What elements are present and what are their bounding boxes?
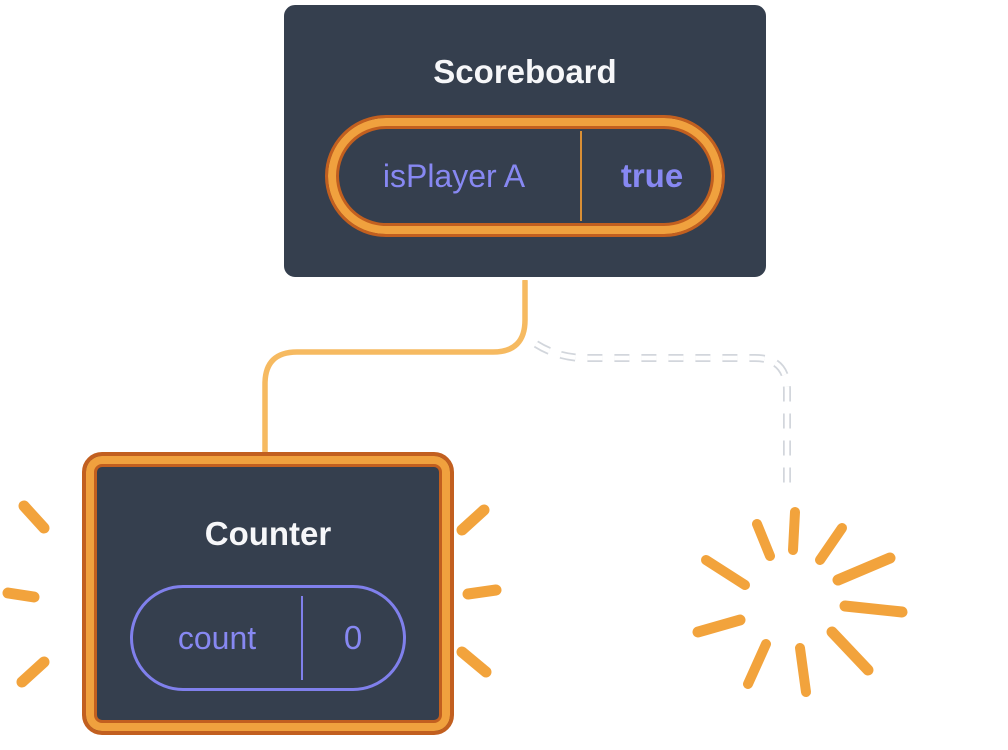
counter-card: Counter count 0 xyxy=(82,452,454,735)
scoreboard-state-key: isPlayer A xyxy=(382,157,526,194)
dashed-line-core xyxy=(534,342,790,490)
dashed-line-casing xyxy=(533,340,791,490)
counter-pill-divider xyxy=(301,596,303,680)
solid-connector-line xyxy=(262,278,528,455)
poof-burst-icon xyxy=(692,507,908,697)
scoreboard-state-pill: isPlayer A true xyxy=(325,115,725,237)
new-component-burst-left-icon xyxy=(2,500,50,688)
scoreboard-state-value: true xyxy=(620,157,684,194)
scoreboard-pill-divider xyxy=(580,131,582,221)
new-component-burst-right-icon xyxy=(456,504,502,678)
scoreboard-title: Scoreboard xyxy=(433,53,617,90)
counter-state-pill: count 0 xyxy=(130,585,406,691)
counter-title: Counter xyxy=(204,515,332,552)
counter-state-key: count xyxy=(177,619,257,656)
dashed-connector-line xyxy=(533,340,791,490)
counter-state-value: 0 xyxy=(343,619,363,656)
scoreboard-card: Scoreboard isPlayer A true xyxy=(281,2,769,280)
